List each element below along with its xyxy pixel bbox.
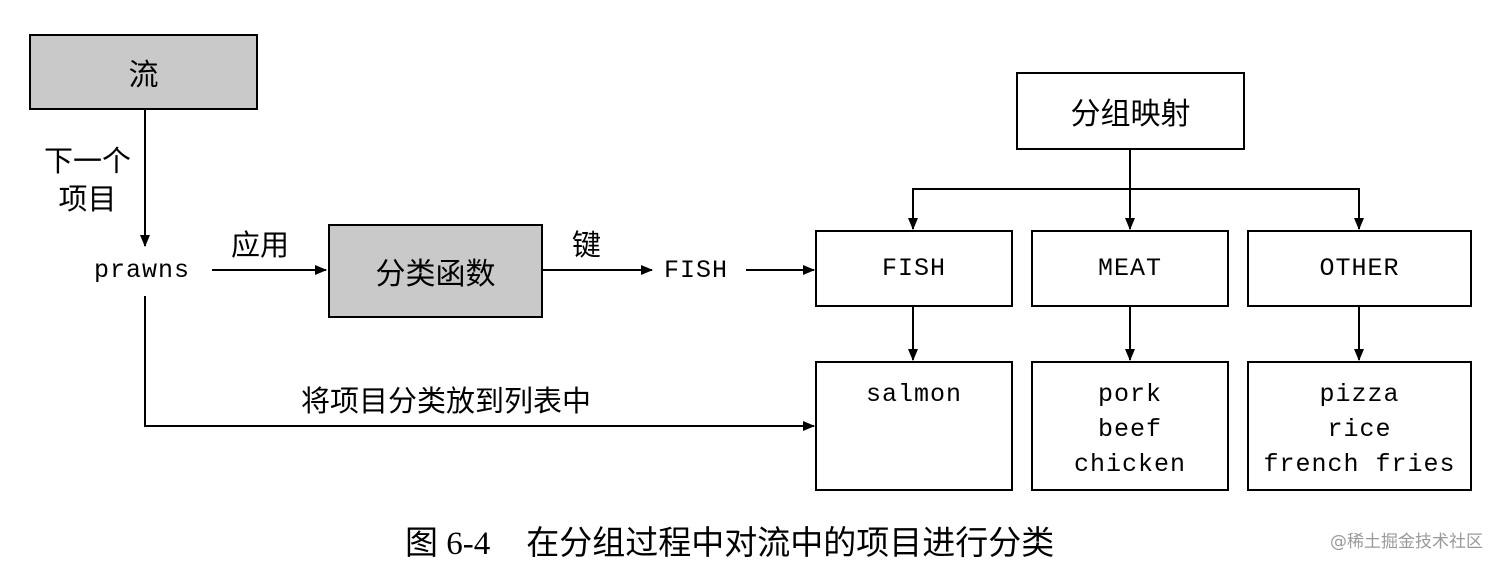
next-item-line2: 项目 <box>58 182 117 216</box>
group-key-meat: MEAT <box>1031 230 1229 307</box>
group-list-fish: salmon <box>815 361 1013 491</box>
list-item: salmon <box>865 380 962 409</box>
list-item: pork <box>1097 380 1162 409</box>
figure-caption: 图 6-4 在分组过程中对流中的项目进行分类 <box>405 516 1054 564</box>
grouping-map-label: 分组映射 <box>1070 97 1191 132</box>
group-key-other: OTHER <box>1247 230 1472 307</box>
group-list-other: pizza rice french fries <box>1247 361 1472 491</box>
grouping-map-box: 分组映射 <box>1016 72 1245 150</box>
arrow-put-in-list <box>144 296 815 431</box>
key-label: 键 <box>572 228 602 262</box>
group-key-meat-label: MEAT <box>1097 254 1162 283</box>
map-branch <box>912 188 1360 227</box>
list-item: french fries <box>1263 450 1456 479</box>
current-item: prawns <box>94 256 191 285</box>
figure-caption-text: 在分组过程中对流中的项目进行分类 <box>526 526 1055 562</box>
figure-number: 图 6-4 <box>405 526 491 562</box>
group-key-fish: FISH <box>815 230 1013 307</box>
classifier-box-label: 分类函数 <box>375 257 496 292</box>
classifier-box: 分类函数 <box>328 224 543 318</box>
list-item: beef <box>1097 415 1162 444</box>
next-item-label: 下一个 项目 <box>44 142 131 218</box>
put-in-list-label: 将项目分类放到列表中 <box>301 384 592 418</box>
group-list-meat: pork beef chicken <box>1031 361 1229 491</box>
group-key-fish-label: FISH <box>881 254 946 283</box>
stream-box-label: 流 <box>128 58 159 93</box>
next-item-line1: 下一个 <box>44 144 132 178</box>
key-value: FISH <box>664 256 729 285</box>
watermark: @稀土掘金技术社区 <box>1330 532 1483 552</box>
group-key-other-label: OTHER <box>1319 254 1400 283</box>
stream-box: 流 <box>29 34 258 110</box>
apply-label: 应用 <box>231 228 290 262</box>
list-item: chicken <box>1073 450 1187 479</box>
list-item: rice <box>1327 415 1392 444</box>
list-item: pizza <box>1319 380 1400 409</box>
